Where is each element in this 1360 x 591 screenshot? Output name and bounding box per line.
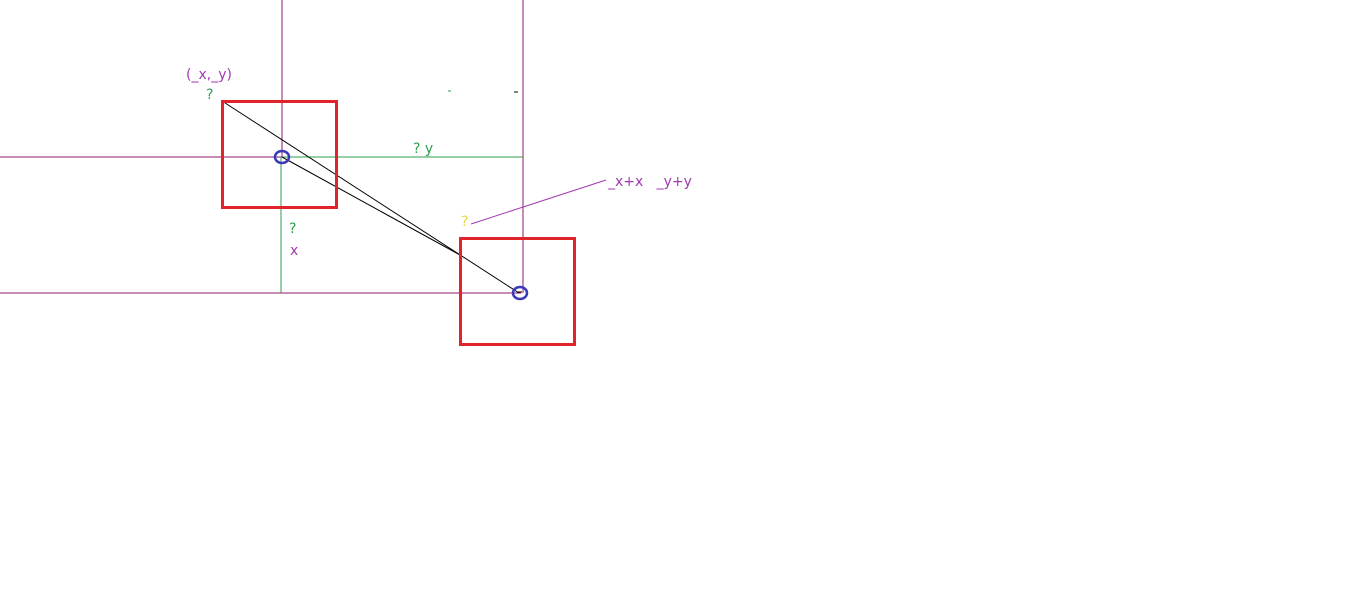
rod-edge-upper [221, 100, 520, 294]
end-position-label: _x+x _y+y [608, 174, 692, 190]
start-box [221, 100, 338, 209]
callout-line [470, 179, 607, 225]
end-question-label: ? [461, 214, 469, 230]
start-joint-icon [273, 149, 291, 165]
delta-x-name-label: x [290, 243, 299, 259]
origin-question-label: ? [206, 87, 214, 103]
delta-x-question-label: ? [289, 221, 297, 237]
end-box [459, 237, 576, 346]
delta-y-label: ? y [413, 141, 434, 157]
end-joint-icon [511, 285, 529, 301]
origin-label: (_x,_y) [186, 67, 232, 83]
rod-edge-lower [281, 156, 461, 256]
